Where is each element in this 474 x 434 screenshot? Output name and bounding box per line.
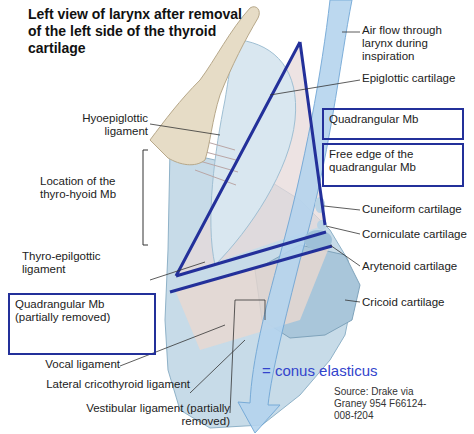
part-label: Hyoepiglottic ligament [40, 112, 148, 138]
leader-lines [120, 32, 360, 413]
part-label: Location of the thyro-hyoid Mb [40, 175, 140, 201]
diagram-title: Left view of larynx after removal of the… [28, 6, 253, 57]
part-label: Vestibular ligament (partially removed) [40, 402, 230, 428]
conus-elasticus [175, 245, 330, 350]
bracket [143, 150, 148, 245]
part-label: Vocal ligament [30, 358, 120, 371]
box-text: Free edge of the quadrangular Mb [329, 148, 457, 174]
membrane-outline [170, 42, 332, 292]
box-text: Quadrangular Mb [329, 113, 457, 126]
box-text: Quadrangular Mb (partially removed) [15, 298, 149, 324]
label-box: Quadrangular Mb [322, 108, 464, 140]
label-box: Free edge of the quadrangular Mb [322, 143, 464, 187]
part-label: Epiglottic cartilage [362, 72, 470, 85]
label-box: Quadrangular Mb (partially removed) [8, 293, 156, 355]
source-caption: Source: Drake via Graney 954 F66124-008-… [334, 386, 434, 422]
part-label: Arytenoid cartilage [362, 260, 470, 273]
part-label: Cuneiform cartilage [362, 203, 470, 216]
part-label: Thyro-epilgottic ligament [22, 250, 142, 276]
part-label: Lateral cricothyroid ligament [40, 378, 190, 391]
part-label: Air flow through larynx during inspirati… [362, 24, 470, 63]
part-label: = conus elasticus [262, 362, 402, 379]
part-label: Cricoid cartilage [362, 296, 470, 309]
part-label: Corniculate cartilage [362, 228, 470, 241]
